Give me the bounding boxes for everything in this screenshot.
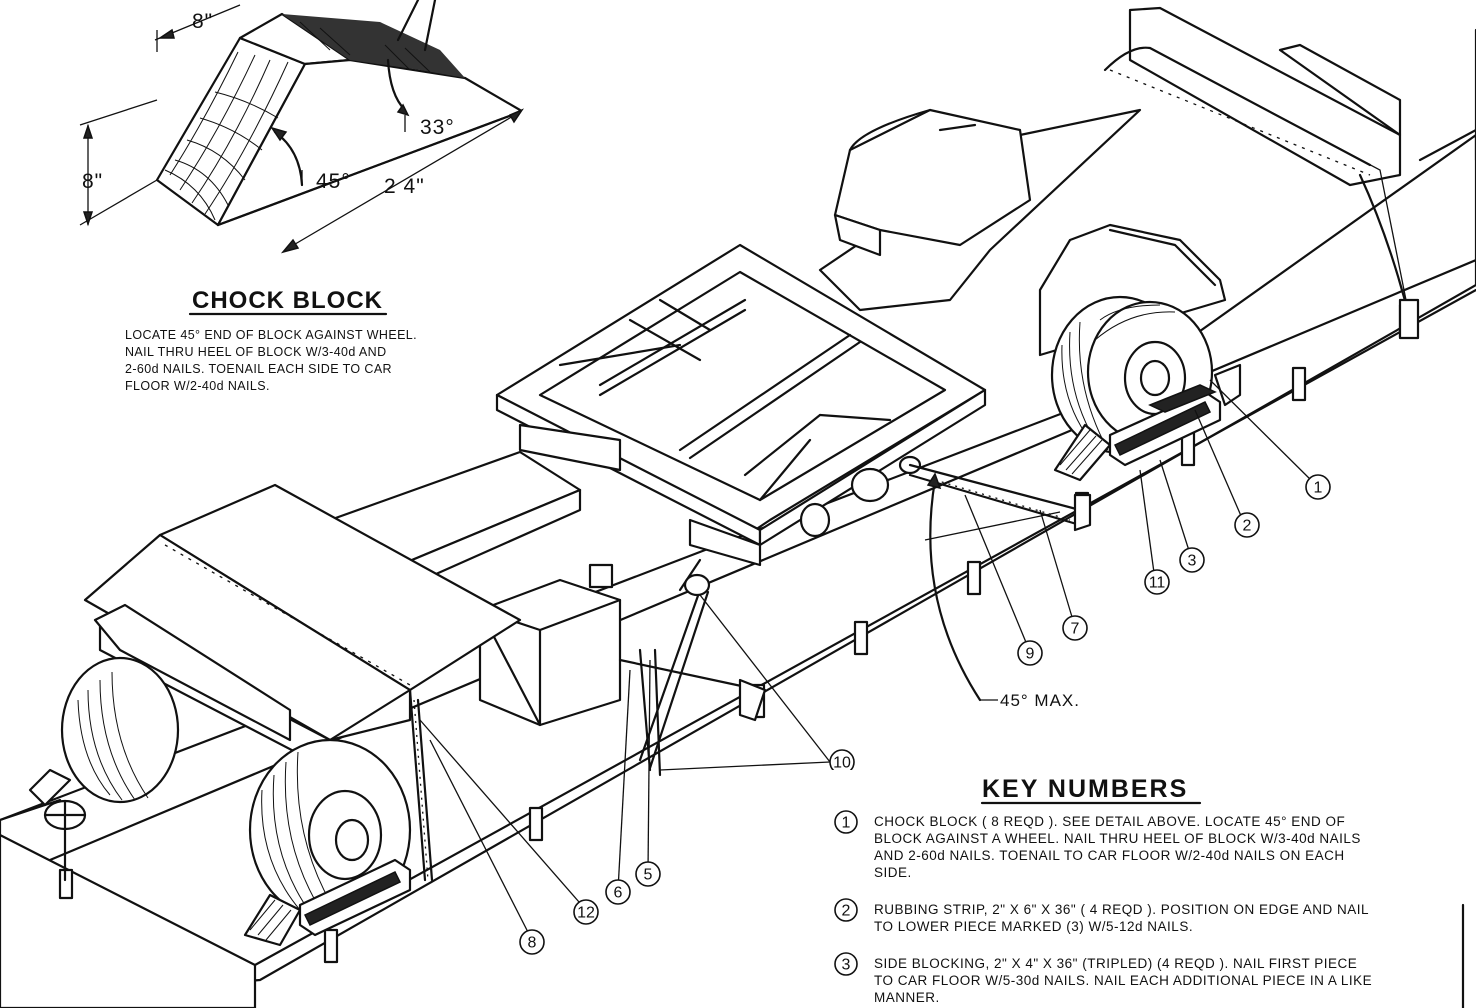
callout-1: 1 — [1305, 474, 1331, 500]
key-numbers-heading: KEY NUMBERS — [982, 775, 1188, 803]
callout-6: 6 — [605, 879, 631, 905]
deck-edge-back — [0, 798, 62, 822]
svg-text:10: 10 — [833, 755, 851, 772]
chock-note-line: FLOOR W/2-40d NAILS. — [125, 379, 270, 393]
svg-text:9: 9 — [1026, 646, 1035, 663]
rack-frame — [495, 243, 987, 567]
dim-height-label: 8" — [82, 170, 103, 193]
svg-text:11: 11 — [1149, 575, 1166, 592]
chock-block-end-grain — [164, 51, 289, 221]
callout-12: 12 — [573, 899, 599, 925]
angle-33: 33° — [386, 0, 455, 139]
svg-text:SIDE.: SIDE. — [874, 865, 912, 880]
chock-note-line: NAIL THRU HEEL OF BLOCK W/3-40d AND — [125, 345, 387, 359]
callout-9: 9 — [1017, 640, 1043, 666]
svg-text:7: 7 — [1071, 621, 1080, 638]
callout-11: 11 — [1144, 569, 1170, 595]
svg-text:3: 3 — [842, 957, 851, 974]
svg-text:8: 8 — [528, 935, 537, 952]
front-wheel-chocks — [28, 768, 412, 947]
svg-text:2: 2 — [1243, 518, 1252, 535]
front-platform — [83, 483, 522, 772]
angle-45-label: 45° — [316, 170, 351, 193]
key-numbers-panel: KEY NUMBERS 1 CHOCK BLOCK ( 8 REQD ). SE… — [820, 770, 1468, 1008]
chock-block-hatch — [299, 21, 431, 73]
angle-33-label: 33° — [420, 116, 455, 139]
angle-max-label: 45° MAX. — [1000, 691, 1080, 710]
angle-45: 45° — [270, 126, 351, 193]
key-item-3: 3 SIDE BLOCKING, 2" X 4" X 36" (TRIPLED)… — [834, 952, 1372, 1005]
svg-text:MANNER.: MANNER. — [874, 990, 940, 1005]
callout-5: 5 — [635, 861, 661, 887]
dim-width-label: 8" — [192, 10, 213, 33]
rear-cab — [833, 108, 1032, 257]
callout-3: 3 — [1179, 547, 1205, 573]
callout-10: 10 — [829, 749, 855, 775]
front-block — [478, 563, 622, 727]
svg-text:BLOCK AGAINST A WHEEL. NAIL T: BLOCK AGAINST A WHEEL. NAIL THRU HEEL OF… — [874, 831, 1361, 846]
dim-length: 2 4" — [280, 108, 524, 254]
svg-text:AND 2-60d NAILS. TOENAIL TO C: AND 2-60d NAILS. TOENAIL TO CAR FLOOR W/… — [874, 848, 1345, 863]
svg-text:1: 1 — [842, 815, 851, 832]
svg-text:12: 12 — [577, 905, 595, 922]
svg-text:SIDE BLOCKING, 2" X 4" X 36" (: SIDE BLOCKING, 2" X 4" X 36" (TRIPLED) (… — [874, 956, 1357, 971]
callout-2: 2 — [1234, 512, 1260, 538]
rear-wheel-chocks — [1053, 363, 1242, 482]
dim-width: 8" — [154, 4, 241, 52]
svg-text:CHOCK BLOCK ( 8 REQD ). SEE D: CHOCK BLOCK ( 8 REQD ). SEE DETAIL ABOVE… — [874, 814, 1345, 829]
callout-7: 7 — [1062, 615, 1088, 641]
key-item-2: 2 RUBBING STRIP, 2" X 6" X 36" ( 4 REQD … — [834, 898, 1369, 934]
chock-note-line: 2-60d NAILS. TOENAIL EACH SIDE TO CAR — [125, 362, 392, 376]
rear-platform — [1103, 6, 1420, 340]
svg-text:TO CAR FLOOR W/5-30d NAILS. N: TO CAR FLOOR W/5-30d NAILS. NAIL EACH AD… — [874, 973, 1372, 988]
svg-text:5: 5 — [644, 867, 653, 884]
svg-text:RUBBING STRIP, 2" X 6" X 36" (: RUBBING STRIP, 2" X 6" X 36" ( 4 REQD ).… — [874, 902, 1369, 917]
chock-note-line: LOCATE 45° END OF BLOCK AGAINST WHEEL. — [125, 328, 417, 342]
dim-length-label: 2 4" — [384, 175, 425, 198]
key-item-1: 1 CHOCK BLOCK ( 8 REQD ). SEE DETAIL ABO… — [834, 810, 1361, 880]
callout-leaders — [419, 379, 1319, 941]
chock-block-heading: CHOCK BLOCK — [192, 287, 383, 314]
svg-text:6: 6 — [614, 885, 623, 902]
svg-text:3: 3 — [1188, 553, 1197, 570]
dim-height: 8" — [79, 99, 158, 227]
front-tire-rear — [60, 656, 180, 804]
chock-block-detail: 8" 8" 2 4" 45° — [79, 0, 524, 393]
svg-text:TO LOWER PIECE MARKED (3) W/5-: TO LOWER PIECE MARKED (3) W/5-12d NAILS. — [874, 919, 1193, 934]
tie-down-chains — [408, 463, 1092, 882]
svg-text:2: 2 — [842, 903, 851, 920]
svg-text:1: 1 — [1314, 480, 1323, 497]
callout-8: 8 — [519, 929, 545, 955]
